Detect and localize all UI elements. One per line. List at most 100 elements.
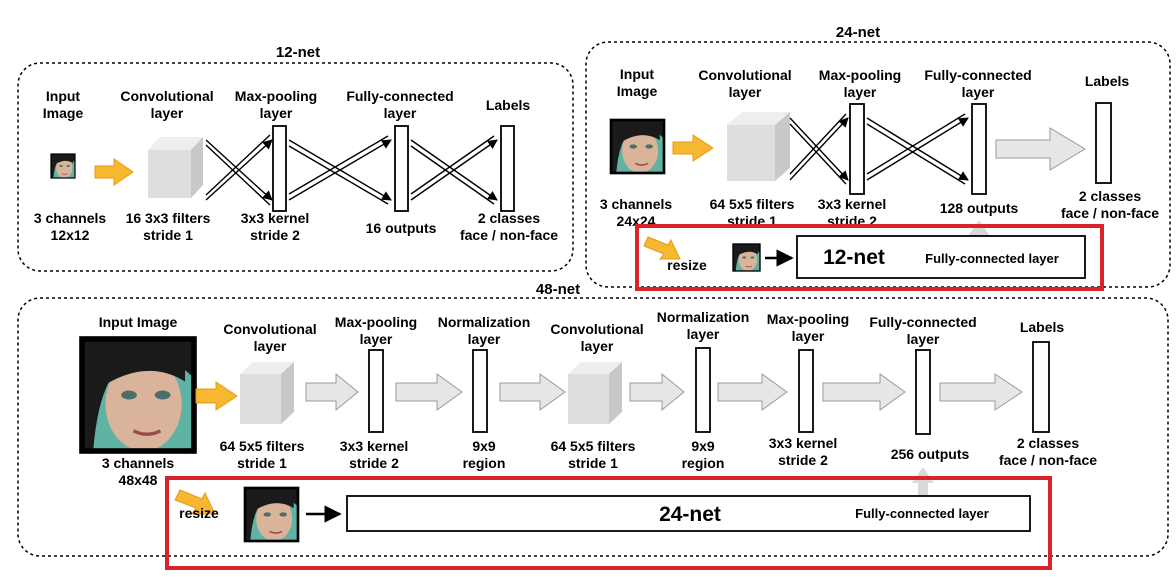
- net48-pool1-title: Max-pooling: [335, 314, 417, 330]
- net48-conv2-title: layer: [581, 338, 614, 354]
- net24-fc-title: Fully-connected: [924, 67, 1031, 83]
- net24-subnet-box: [796, 235, 1086, 279]
- net12-fc-layer: [394, 125, 409, 212]
- conv-block-icon: [727, 112, 790, 181]
- net12-labels-sub: 2 classes: [478, 210, 540, 226]
- net48-pool2-title: layer: [792, 328, 825, 344]
- net48-pool1-title: layer: [360, 331, 393, 347]
- gray-arrow-up-icon: [968, 220, 990, 248]
- net48-fc-title: layer: [907, 331, 940, 347]
- net48-fc-layer: [915, 349, 931, 435]
- face-image-icon: [732, 243, 761, 272]
- net24-fc-sub: 128 outputs: [940, 200, 1019, 216]
- net48-pool2-layer: [798, 349, 814, 433]
- face-image-icon: [243, 486, 300, 543]
- yellow-arrow-icon: [643, 236, 681, 260]
- net24-input-title: Image: [617, 83, 658, 99]
- net48-panel: 48-net Input Image 3 channels 48x48 Conv…: [17, 281, 1169, 570]
- net48-subnet-name: 24-net: [659, 503, 721, 526]
- net24-title: 24-net: [836, 24, 880, 41]
- net24-subnet-name: 12-net: [823, 246, 885, 269]
- net12-input-sub: 3 channels: [34, 210, 107, 226]
- cross-connection-icon: [410, 135, 498, 205]
- net24-subnet: resize 12-net Fully-connected layer: [635, 220, 1104, 291]
- net24-conv-sub: 64 5x5 filters: [710, 196, 795, 212]
- net48-norm2-title: layer: [687, 326, 720, 342]
- net48-border: [17, 297, 1169, 557]
- net12-title: 12-net: [276, 44, 320, 61]
- net48-norm1-sub: 9x9: [472, 438, 496, 454]
- net12-pool-layer: [272, 125, 287, 212]
- net12-panel: 12-net Input Image 3 channels 12x12 Conv…: [17, 44, 574, 272]
- net12-conv-sub: stride 1: [143, 227, 193, 243]
- net12-input-title: Image: [43, 105, 84, 121]
- cross-connection-icon: [288, 135, 392, 205]
- net24-labels-title: Labels: [1085, 73, 1130, 89]
- net48-norm1-sub: region: [463, 455, 506, 471]
- net12-fc-title: layer: [384, 105, 417, 121]
- net24-conv-title: Convolutional: [698, 67, 791, 83]
- net48-conv2-sub: 64 5x5 filters: [551, 438, 636, 454]
- net48-input-sub: 48x48: [119, 472, 158, 488]
- net12-pool-title: Max-pooling: [235, 88, 317, 104]
- net48-conv2-sub: stride 1: [568, 455, 618, 471]
- net48-resize-label: resize: [179, 505, 219, 521]
- net12-input-title: Input: [46, 88, 81, 104]
- net48-norm2-title: Normalization: [657, 309, 750, 325]
- net12-labels-layer: [500, 125, 515, 212]
- net24-pool-title: layer: [844, 84, 877, 100]
- net24-panel: 24-net Input Image 3 channels 24x24 Conv…: [585, 24, 1171, 291]
- net48-labels-layer: [1032, 341, 1050, 433]
- net48-norm1-layer: [472, 349, 488, 433]
- net48-input-sub: 3 channels: [102, 455, 175, 471]
- face-image-icon: [82, 339, 194, 451]
- gray-arrow-icon: [939, 373, 1023, 411]
- net48-norm2-sub: 9x9: [691, 438, 715, 454]
- net48-conv1-title: layer: [254, 338, 287, 354]
- net12-fc-sub: 16 outputs: [366, 220, 437, 236]
- net48-subnet: resize 24-net Fully-connected layer: [165, 467, 1052, 570]
- yellow-arrow-icon: [195, 381, 238, 411]
- yellow-arrow-icon: [94, 158, 134, 186]
- net48-norm2-sub: region: [682, 455, 725, 471]
- net48-norm2-layer: [695, 347, 711, 433]
- net48-subnet-layer: Fully-connected layer: [855, 506, 989, 521]
- net24-fc-title: layer: [962, 84, 995, 100]
- net12-labels-title: Labels: [486, 97, 531, 113]
- net48-title: 48-net: [536, 281, 580, 298]
- net48-subnet-box: [346, 495, 1031, 532]
- net24-labels-sub: face / non-face: [1061, 205, 1159, 221]
- net24-pool-sub: 3x3 kernel: [818, 196, 887, 212]
- net24-conv-title: layer: [729, 84, 762, 100]
- net24-subnet-layer: Fully-connected layer: [925, 251, 1059, 266]
- face-image-icon: [50, 153, 76, 179]
- cross-connection-icon: [789, 113, 849, 185]
- gray-arrow-icon: [995, 127, 1086, 171]
- net48-pool2-sub: stride 2: [778, 452, 828, 468]
- net48-labels-title: Labels: [1020, 319, 1065, 335]
- conv-block-icon: [568, 362, 622, 424]
- gray-arrow-icon: [822, 373, 906, 411]
- net12-pool-sub: 3x3 kernel: [241, 210, 310, 226]
- net48-labels-sub: face / non-face: [999, 452, 1097, 468]
- net12-labels-sub: face / non-face: [460, 227, 558, 243]
- net48-conv2-title: Convolutional: [550, 321, 643, 337]
- net12-pool-title: layer: [260, 105, 293, 121]
- net48-pool1-layer: [368, 349, 384, 433]
- net48-fc-sub: 256 outputs: [891, 446, 970, 462]
- net48-labels-sub: 2 classes: [1017, 435, 1079, 451]
- gray-arrow-icon: [305, 372, 359, 412]
- net12-conv-title: layer: [151, 105, 184, 121]
- cross-connection-icon: [866, 113, 969, 185]
- net24-pool-title: Max-pooling: [819, 67, 901, 83]
- net24-pool-layer: [849, 103, 865, 195]
- net12-fc-title: Fully-connected: [346, 88, 453, 104]
- net12-pool-sub: stride 2: [250, 227, 300, 243]
- conv-block-icon: [148, 137, 203, 198]
- yellow-arrow-icon: [174, 489, 216, 515]
- net24-fc-layer: [971, 103, 987, 195]
- net48-conv1-sub: 64 5x5 filters: [220, 438, 305, 454]
- net12-conv-sub: 16 3x3 filters: [126, 210, 211, 226]
- net12-input-sub: 12x12: [51, 227, 90, 243]
